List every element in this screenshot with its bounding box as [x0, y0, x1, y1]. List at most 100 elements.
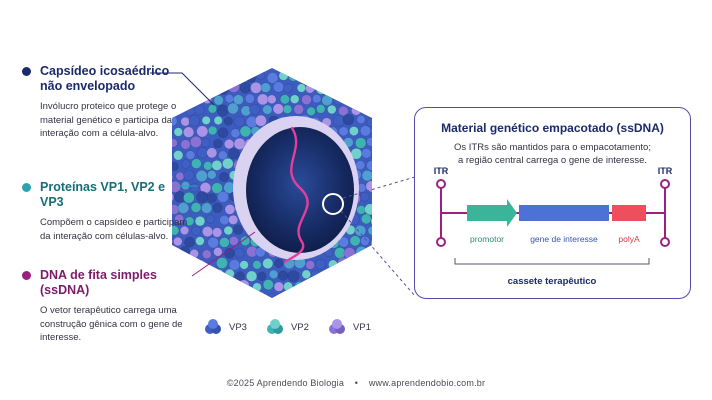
- protein-cluster: [351, 105, 362, 116]
- protein-cluster: [373, 172, 382, 181]
- promoter-block: [467, 199, 517, 227]
- protein-cluster: [201, 202, 213, 214]
- protein-cluster: [188, 115, 201, 127]
- protein-cluster: [366, 93, 372, 105]
- protein-cluster: [233, 290, 246, 298]
- protein-cluster: [372, 105, 382, 115]
- protein-cluster: [354, 93, 365, 104]
- protein-cluster: [366, 246, 372, 258]
- protein-cluster: [207, 104, 217, 114]
- protein-cluster: [294, 281, 306, 293]
- protein-cluster: [219, 237, 230, 248]
- protein-cluster: [212, 202, 223, 214]
- promoter-label: promotor: [470, 234, 504, 244]
- protein-cluster: [315, 68, 327, 72]
- protein-cluster: [234, 247, 245, 258]
- protein-cluster: [211, 159, 223, 171]
- protein-cluster: [371, 126, 372, 136]
- protein-cluster: [273, 281, 284, 292]
- protein-cluster: [360, 213, 372, 225]
- protein-cluster: [189, 249, 199, 259]
- protein-cluster: [315, 83, 327, 95]
- protein-cluster: [359, 235, 370, 246]
- protein-cluster: [360, 281, 370, 292]
- protein-cluster: [223, 225, 234, 236]
- polya-block: [612, 205, 646, 221]
- protein-cluster: [179, 225, 190, 235]
- dna-title: DNA de fita simples (ssDNA): [40, 268, 157, 297]
- vp1-cluster-icon: [328, 319, 345, 334]
- protein-cluster: [183, 126, 195, 138]
- protein-cluster: [288, 292, 300, 298]
- vp3-cluster-icon: [205, 319, 221, 334]
- protein-cluster: [172, 225, 180, 236]
- protein-cluster: [305, 83, 315, 94]
- protein-cluster: [337, 256, 349, 269]
- protein-cluster: [229, 279, 240, 290]
- protein-cluster: [311, 70, 323, 81]
- protein-cluster: [222, 157, 234, 170]
- protein-cluster: [333, 72, 344, 83]
- genetic-material-inset: Material genético empacotado (ssDNA) Os …: [414, 107, 691, 299]
- protein-cluster: [338, 126, 349, 137]
- zoom-line-bottom: [340, 210, 416, 297]
- protein-cluster: [207, 68, 218, 71]
- protein-cluster: [342, 113, 355, 126]
- legend-label-vp3: VP3: [229, 321, 247, 333]
- protein-cluster: [322, 72, 332, 82]
- protein-cluster: [301, 94, 312, 105]
- inset-subtitle-line2: a região central carrega o gene de inter…: [457, 155, 648, 166]
- protein-cluster: [219, 171, 230, 183]
- protein-cluster: [321, 94, 333, 107]
- protein-cluster: [355, 137, 367, 149]
- protein-cluster: [206, 193, 217, 204]
- itr-left-symbol: [436, 179, 446, 247]
- protein-cluster: [195, 236, 205, 246]
- footer-url: www.aprendendobio.com.br: [368, 378, 486, 388]
- protein-cluster: [232, 70, 244, 82]
- protein-cluster: [255, 70, 266, 81]
- protein-cluster: [355, 271, 366, 281]
- protein-cluster: [202, 270, 212, 280]
- protein-cluster: [340, 83, 350, 93]
- protein-cluster: [195, 259, 207, 271]
- protein-cluster: [211, 182, 223, 194]
- protein-cluster: [290, 94, 300, 104]
- protein-cluster: [356, 115, 366, 125]
- protein-cluster: [354, 224, 367, 237]
- protein-cluster: [355, 246, 368, 259]
- protein-cluster: [181, 159, 191, 169]
- protein-cluster: [370, 82, 372, 95]
- protein-cluster: [196, 68, 207, 70]
- itr-left-label: ITR: [434, 166, 449, 176]
- protein-cluster: [184, 236, 195, 248]
- protein-cluster: [328, 259, 338, 270]
- protein-cluster: [228, 259, 241, 271]
- protein-cluster: [172, 126, 173, 138]
- protein-cluster: [202, 226, 214, 238]
- protein-cluster: [196, 146, 209, 159]
- capsid-interior: [233, 116, 359, 260]
- legend-item-vp3: VP3: [203, 318, 247, 336]
- protein-cluster: [217, 127, 229, 139]
- protein-cluster: [216, 257, 228, 269]
- protein-cluster: [206, 82, 218, 95]
- protein-cluster: [370, 215, 372, 227]
- proteins-description: Compõem o capsídeo e participam da inter…: [40, 217, 188, 242]
- protein-cluster: [218, 150, 228, 161]
- protein-cluster: [228, 235, 239, 246]
- protein-cluster: [194, 215, 206, 227]
- protein-cluster: [272, 81, 285, 93]
- protein-cluster: [252, 282, 262, 292]
- protein-cluster: [273, 68, 283, 71]
- protein-cluster: [343, 247, 356, 260]
- protein-cluster: [172, 172, 173, 182]
- protein-cluster: [207, 125, 218, 136]
- protein-cluster: [239, 125, 252, 138]
- protein-cluster: [373, 62, 384, 73]
- protein-cluster: [232, 224, 244, 235]
- protein-cluster: [212, 227, 223, 238]
- protein-cluster: [287, 270, 300, 283]
- protein-cluster: [321, 270, 332, 281]
- protein-cluster: [194, 104, 205, 116]
